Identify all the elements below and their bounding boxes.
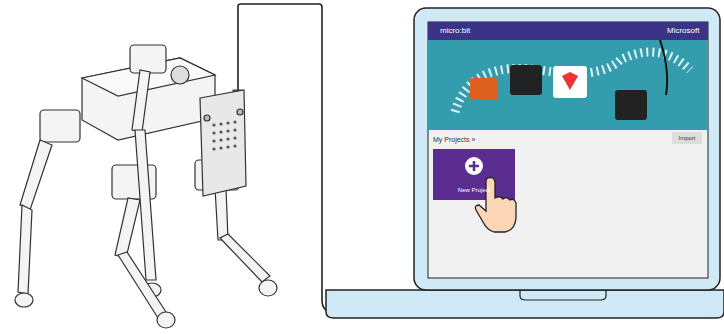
foot-3 <box>157 312 175 328</box>
microbit-icon-2 <box>615 90 647 120</box>
foot <box>15 293 33 307</box>
button-text: Import <box>672 135 702 142</box>
plus-circle <box>465 157 483 175</box>
banner-track <box>455 52 690 112</box>
leg-lower-4 <box>220 234 270 282</box>
fan <box>171 66 189 84</box>
leg-upper-4 <box>215 188 228 240</box>
banner-wire <box>660 40 667 95</box>
new-project-button: New Project <box>433 149 515 200</box>
leg-upper <box>20 140 52 210</box>
laptop-base <box>326 290 724 318</box>
button-a <box>204 115 210 121</box>
foot-4 <box>259 280 277 296</box>
robot-dog <box>15 45 277 328</box>
microbit-icon <box>510 65 542 95</box>
banner-tint <box>428 40 708 130</box>
microbit-board <box>200 90 246 196</box>
leg-upper-2 <box>132 70 150 132</box>
pattern-icon <box>553 66 587 98</box>
brand-text: Microsoft <box>667 27 699 35</box>
import-button: Import <box>672 132 702 144</box>
servo-icon <box>470 78 498 100</box>
trackpad-notch <box>520 290 606 300</box>
section-heading: My Projects » <box>433 136 475 143</box>
leg-upper-3 <box>115 198 140 258</box>
hand-cursor <box>475 178 516 233</box>
laptop-lid <box>414 8 720 290</box>
plus-sign <box>469 161 479 171</box>
screen <box>428 22 708 278</box>
header-bar <box>428 22 708 40</box>
logo-text: micro:bit <box>440 27 470 35</box>
leg-lower-3 <box>118 252 166 318</box>
rear-shoulder-2 <box>130 45 166 73</box>
button-text: New Project <box>433 187 515 194</box>
heart-icon <box>562 72 578 90</box>
new-project-tile <box>433 149 515 200</box>
leg-lower <box>18 205 32 294</box>
banner <box>428 40 708 130</box>
rear-shoulder <box>40 110 80 142</box>
led-matrix <box>212 120 236 150</box>
button-b <box>237 109 243 115</box>
